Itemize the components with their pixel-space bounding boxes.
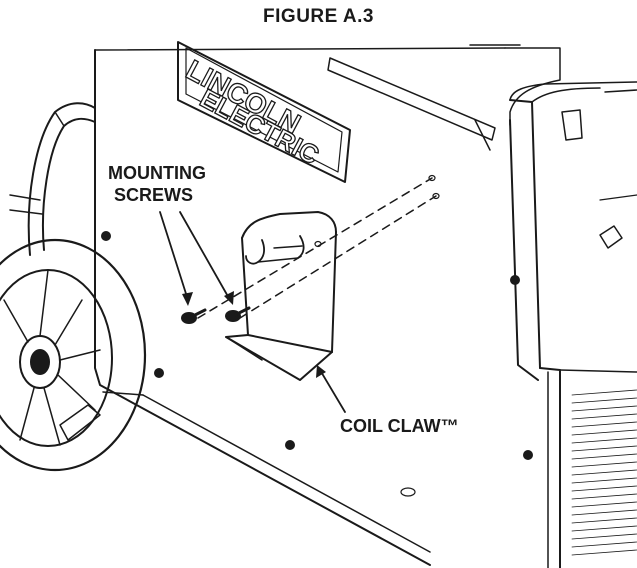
panel-holes xyxy=(314,174,440,497)
wheel xyxy=(0,238,147,472)
callout-arrows xyxy=(159,211,346,413)
logo-plate xyxy=(177,41,351,183)
mounting-label-line2: SCREWS xyxy=(114,185,194,205)
top-slot xyxy=(327,44,521,151)
screw-guide-lines xyxy=(197,177,437,319)
side-panel xyxy=(94,47,506,566)
mounting-screws-label: MOUNTING SCREWS xyxy=(108,162,206,206)
panel-fasteners xyxy=(101,231,533,460)
vent-louvres xyxy=(571,389,637,556)
handle-left xyxy=(9,102,96,256)
coil-claw-bracket xyxy=(225,211,337,381)
figure-title: FIGURE A.3 xyxy=(263,6,374,27)
cabinet-right xyxy=(504,47,637,568)
coil-claw-label: COIL CLAW™ xyxy=(340,416,459,436)
brand-logo: LINCOLN ELECTRIC xyxy=(181,53,325,171)
mounting-screws xyxy=(181,306,251,324)
mounting-label-line1: MOUNTING xyxy=(108,163,206,183)
arrowheads xyxy=(182,291,326,378)
